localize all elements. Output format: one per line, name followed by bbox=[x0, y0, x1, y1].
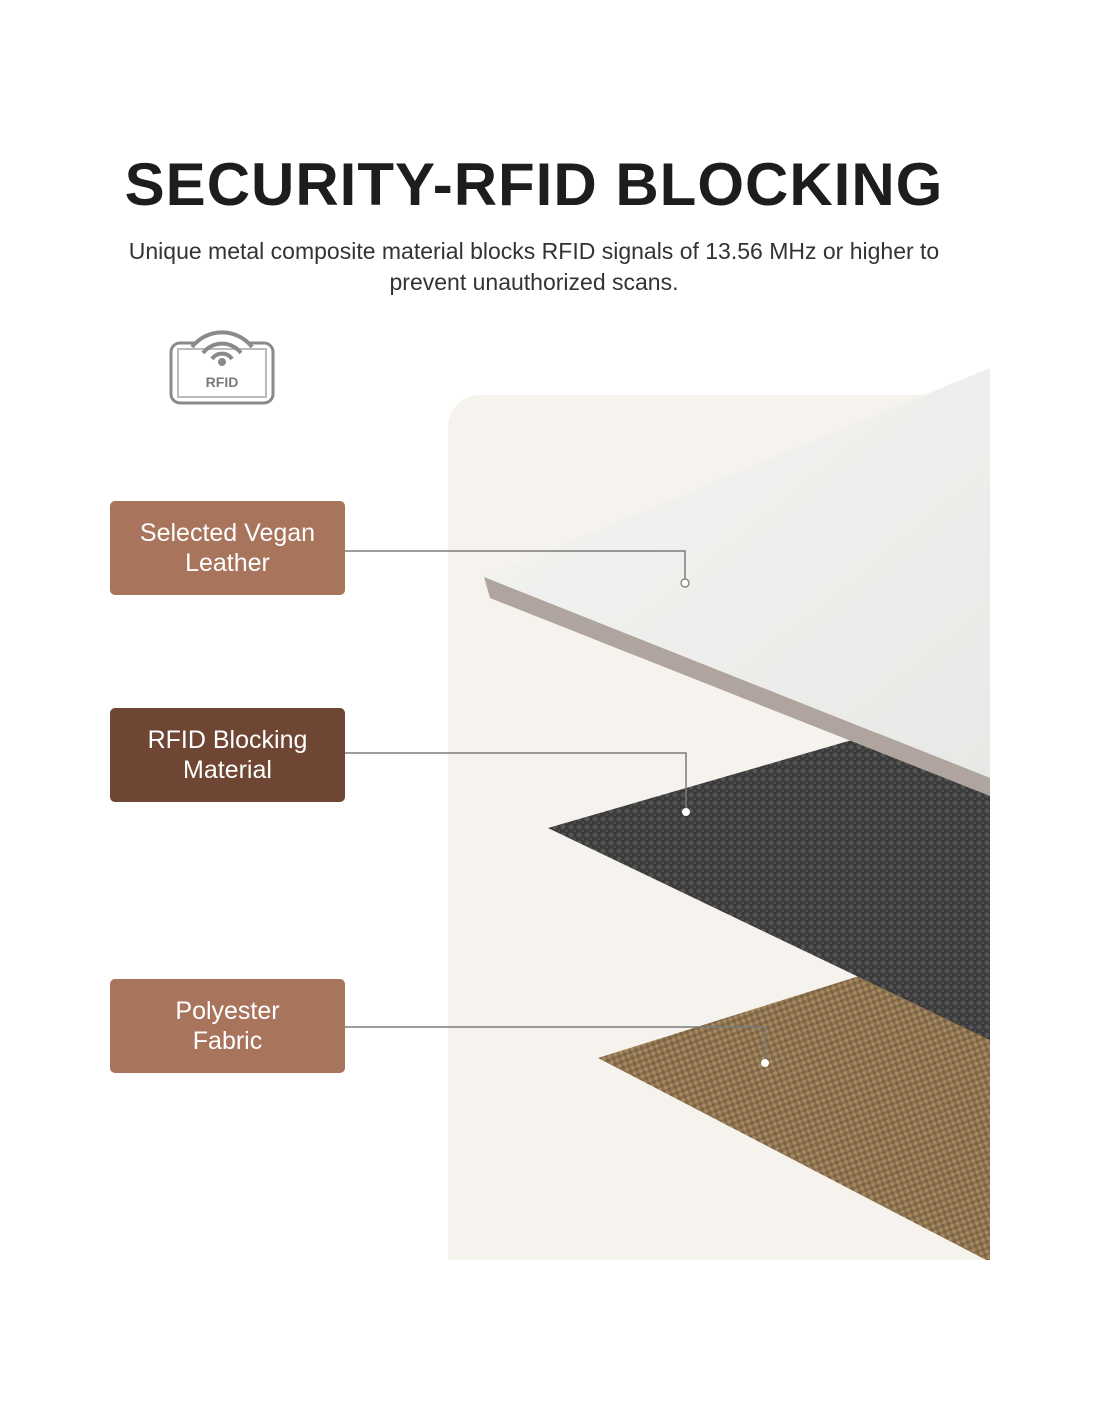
label-polyester-fabric: Polyester Fabric bbox=[110, 979, 345, 1073]
leather-layer bbox=[484, 368, 990, 778]
label-text: Selected Vegan Leather bbox=[139, 519, 316, 577]
fabric-layer bbox=[598, 935, 990, 1260]
label-text: Polyester Fabric bbox=[175, 997, 280, 1055]
fabric-callout-dot bbox=[761, 1059, 769, 1067]
page-title: SECURITY-RFID BLOCKING bbox=[124, 151, 944, 218]
leather-callout-dot bbox=[680, 578, 690, 588]
label-text: RFID Blocking Material bbox=[147, 726, 308, 784]
label-rfid-blocking: RFID Blocking Material bbox=[110, 708, 345, 802]
page-subtitle: Unique metal composite material blocks R… bbox=[128, 238, 940, 295]
rfid-badge-text: RFID bbox=[206, 374, 239, 390]
label-vegan-leather: Selected Vegan Leather bbox=[110, 501, 345, 595]
leather-callout-line bbox=[345, 550, 686, 579]
rfid-callout-dot bbox=[682, 808, 690, 816]
leather-layer-edge bbox=[484, 577, 990, 796]
fabric-callout-line bbox=[345, 1026, 766, 1059]
rfid-blocking-layer bbox=[548, 700, 990, 1040]
rfid-callout-line bbox=[345, 752, 687, 808]
rfid-icon: RFID bbox=[168, 323, 276, 412]
